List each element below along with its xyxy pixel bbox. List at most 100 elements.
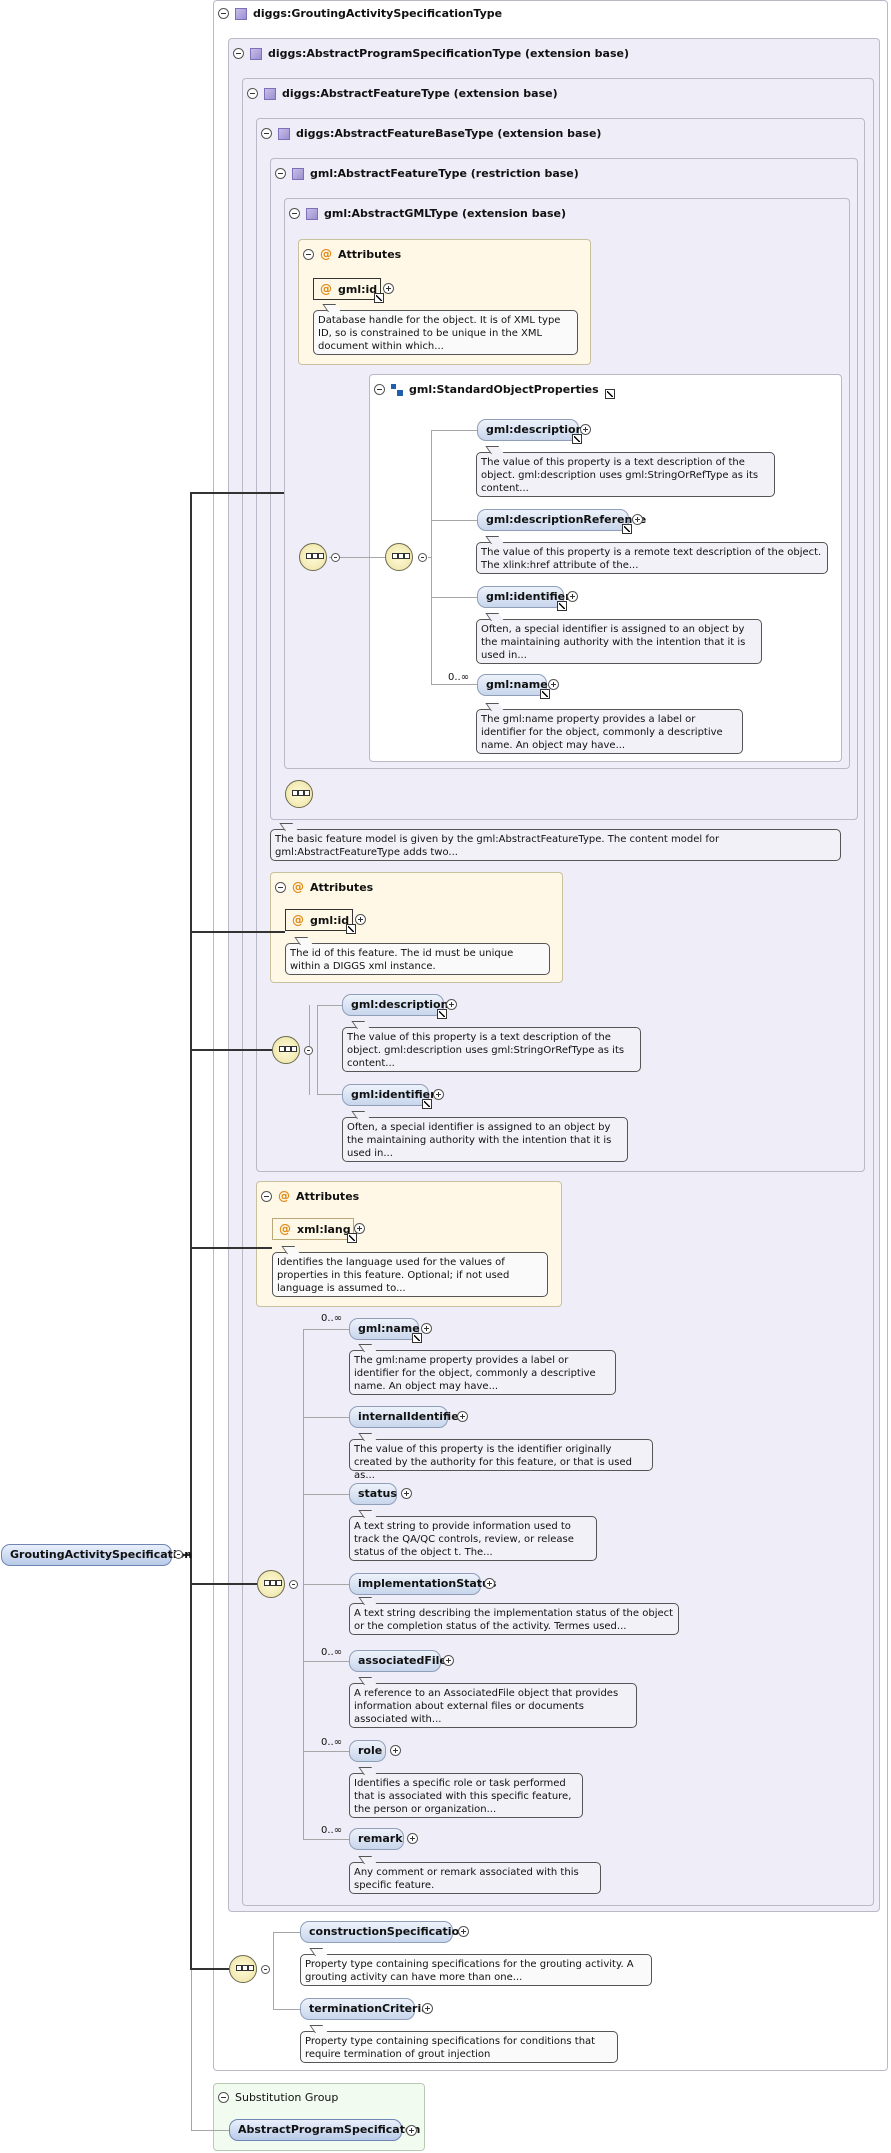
expand-icon[interactable]: [354, 1223, 365, 1234]
connector-line: [303, 1839, 349, 1840]
element-termination-criteria[interactable]: terminationCriteria: [300, 1998, 429, 2020]
standard-object-properties-header: gml:StandardObjectProperties: [374, 383, 615, 399]
connector-line: [273, 2009, 300, 2010]
connector-line: [190, 492, 284, 494]
expand-icon[interactable]: [484, 1578, 495, 1589]
expand-icon[interactable]: [443, 1655, 454, 1666]
collapse-icon[interactable]: [233, 48, 244, 59]
collapse-icon[interactable]: [261, 1190, 272, 1202]
root-element-grouting-activity-specification[interactable]: GroutingActivitySpecification: [1, 1544, 192, 1566]
element-label: gml:name: [486, 678, 548, 691]
collapse-icon[interactable]: [261, 128, 272, 139]
collapse-icon[interactable]: [304, 1046, 313, 1055]
reference-arrow-icon: [557, 601, 567, 611]
expand-icon[interactable]: [407, 1833, 418, 1844]
element-gml-description[interactable]: gml:description: [477, 419, 583, 444]
collapse-icon[interactable]: [303, 248, 314, 260]
expand-icon[interactable]: [422, 2003, 433, 2014]
annotation-doc: The basic feature model is given by the …: [270, 829, 841, 861]
expand-icon[interactable]: [421, 1323, 432, 1334]
connector-line: [431, 430, 432, 684]
attributes-header: @ Attributes: [303, 247, 401, 261]
group-icon: [391, 383, 403, 396]
element-label: implementationStatus: [358, 1577, 497, 1590]
attribute-gml-id[interactable]: @gml:id: [285, 909, 356, 934]
collapse-icon[interactable]: [275, 881, 286, 893]
collapse-icon[interactable]: [247, 88, 258, 99]
attributes-label: Attributes: [310, 880, 374, 894]
collapse-icon[interactable]: [331, 553, 340, 562]
expand-icon[interactable]: [401, 1488, 412, 1499]
annotation-doc: The id of this feature. The id must be u…: [285, 943, 550, 975]
sequence-icon[interactable]: [257, 1570, 285, 1598]
annotation-doc: Database handle for the object. It is of…: [313, 310, 578, 355]
collapse-icon[interactable]: [218, 8, 229, 19]
sequence-icon[interactable]: [385, 543, 413, 571]
expand-icon[interactable]: [433, 1089, 444, 1100]
element-label: internalIdentifier: [358, 1410, 465, 1423]
element-label: remark: [358, 1832, 403, 1845]
element-implementation-status[interactable]: implementationStatus: [349, 1573, 496, 1595]
annotation-doc: The value of this property is a text des…: [342, 1027, 641, 1072]
expand-icon[interactable]: [355, 914, 366, 925]
connector-line: [190, 492, 192, 1969]
expand-icon[interactable]: [446, 999, 457, 1010]
attribute-label: gml:id: [338, 283, 378, 296]
expand-icon[interactable]: [567, 591, 578, 602]
element-gml-description-reference[interactable]: gml:descriptionReference: [477, 509, 646, 534]
element-label: gml:name: [358, 1322, 420, 1335]
complex-type-icon: [292, 167, 304, 180]
collapse-icon[interactable]: [261, 1965, 270, 1974]
sequence-icon[interactable]: [299, 543, 327, 571]
element-gml-name[interactable]: gml:name: [349, 1318, 422, 1343]
cardinality-label: 0..∞: [321, 1647, 343, 1658]
element-role[interactable]: role: [349, 1740, 386, 1762]
sequence-icon[interactable]: [229, 1955, 257, 1983]
annotation-doc: The gml:name property provides a label o…: [476, 709, 743, 754]
expand-icon[interactable]: [383, 283, 394, 294]
element-abstract-program-specificaton[interactable]: AbstractProgramSpecificaton: [229, 2119, 420, 2141]
collapse-icon[interactable]: [289, 208, 300, 219]
element-gml-identifier[interactable]: gml:identifier: [477, 586, 571, 611]
annotation-doc: The value of this property is a text des…: [476, 452, 775, 497]
expand-icon[interactable]: [632, 514, 643, 525]
attribute-label: gml:id: [310, 914, 350, 927]
element-label: AbstractProgramSpecificaton: [238, 2123, 421, 2136]
expand-icon[interactable]: [458, 1926, 469, 1937]
element-construction-specification[interactable]: constructionSpecification: [300, 1921, 467, 1943]
attribute-gml-id[interactable]: @gml:id: [313, 278, 384, 303]
annotation-doc: The gml:name property provides a label o…: [349, 1350, 616, 1395]
element-associated-file[interactable]: associatedFile: [349, 1650, 447, 1672]
complex-type-icon: [306, 207, 318, 220]
expand-icon[interactable]: [390, 1745, 401, 1756]
collapse-icon[interactable]: [174, 1550, 183, 1559]
type-title: diggs:GroutingActivitySpecificationType: [253, 7, 503, 20]
expand-icon[interactable]: [548, 679, 559, 690]
element-gml-name[interactable]: gml:name: [477, 674, 550, 699]
sequence-icon[interactable]: [272, 1036, 300, 1064]
collapse-icon[interactable]: [289, 1580, 298, 1589]
element-gml-identifier[interactable]: gml:identifier: [342, 1084, 436, 1109]
attributes-header: @ Attributes: [275, 880, 373, 894]
abstract-feature-type-header: diggs:AbstractFeatureType (extension bas…: [247, 87, 558, 100]
element-remark[interactable]: remark: [349, 1828, 404, 1850]
connector-line: [428, 557, 431, 558]
sequence-icon[interactable]: [285, 780, 313, 808]
expand-icon[interactable]: [457, 1411, 468, 1422]
attribute-xml-lang[interactable]: @xml:lang: [272, 1218, 357, 1243]
connector-line: [303, 1661, 349, 1662]
collapse-icon[interactable]: [418, 553, 427, 562]
element-internal-identifier[interactable]: internalIdentifier: [349, 1406, 464, 1428]
reference-arrow-icon: [622, 524, 632, 534]
collapse-icon[interactable]: [218, 2092, 229, 2103]
collapse-icon[interactable]: [275, 168, 286, 179]
attribute-icon: @: [278, 1189, 290, 1203]
type-title: diggs:AbstractProgramSpecificationType (…: [268, 47, 629, 60]
element-gml-description[interactable]: gml:description: [342, 994, 448, 1019]
connector-line: [273, 1932, 274, 2009]
collapse-icon[interactable]: [374, 384, 385, 395]
expand-icon[interactable]: [406, 2125, 417, 2136]
element-label: status: [358, 1487, 397, 1500]
element-status[interactable]: status: [349, 1483, 397, 1505]
expand-icon[interactable]: [580, 424, 591, 435]
